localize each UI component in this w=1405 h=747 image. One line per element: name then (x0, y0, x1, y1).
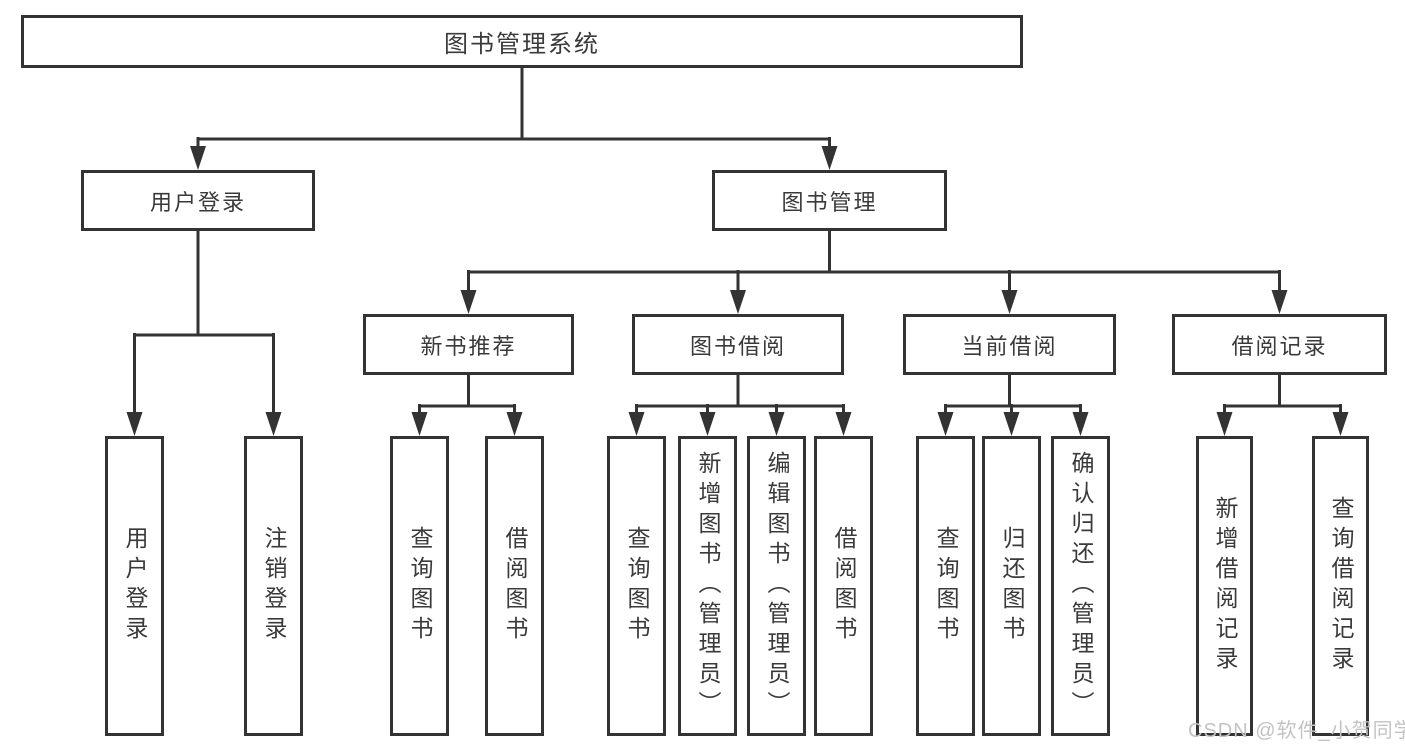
node-label: 借阅图书 (502, 526, 528, 646)
node-label: 查询图书 (933, 526, 959, 646)
leaf-borrow-edit-books-admin: 编辑图书（管理员） (747, 436, 806, 736)
leaf-records-query-borrow-record: 查询借阅记录 (1312, 436, 1369, 736)
node-label: 图书管理系统 (444, 31, 600, 58)
node-borrowing-records: 借阅记录 (1172, 314, 1387, 375)
leaf-newbook-query-books: 查询图书 (390, 436, 449, 736)
node-label: 查询借阅记录 (1328, 496, 1354, 676)
node-book-management-system: 图书管理系统 (21, 15, 1023, 68)
node-label: 归还图书 (999, 526, 1025, 646)
node-label: 新增图书（管理员） (695, 451, 721, 721)
node-label: 注销登录 (261, 526, 287, 646)
node-label: 图书借阅 (689, 333, 786, 359)
node-label: 图书管理 (781, 189, 878, 215)
leaf-logout: 注销登录 (244, 436, 303, 736)
node-label: 确认归还（管理员） (1068, 451, 1094, 721)
node-label: 新增借阅记录 (1212, 496, 1238, 676)
leaf-current-confirm-return-admin: 确认归还（管理员） (1051, 436, 1110, 736)
node-user-login: 用户登录 (81, 170, 315, 231)
node-book-management: 图书管理 (712, 170, 947, 231)
watermark: CSDN @软件_小贺同学 (1188, 720, 1405, 742)
node-label: 新书推荐 (420, 333, 517, 359)
node-label: 借阅图书 (831, 526, 857, 646)
leaf-current-query-books: 查询图书 (916, 436, 975, 736)
node-label: 编辑图书（管理员） (764, 451, 790, 721)
node-label: 借阅记录 (1231, 333, 1328, 359)
node-label: 用户登录 (149, 189, 246, 215)
leaf-borrow-borrow-books: 借阅图书 (814, 436, 873, 736)
leaf-borrow-query-books: 查询图书 (607, 436, 666, 736)
node-current-borrowing: 当前借阅 (903, 314, 1116, 375)
node-label: 查询图书 (407, 526, 433, 646)
node-label: 当前借阅 (961, 333, 1058, 359)
leaf-records-add-borrow-record: 新增借阅记录 (1196, 436, 1253, 736)
leaf-user-login: 用户登录 (105, 436, 164, 736)
leaf-newbook-borrow-books: 借阅图书 (485, 436, 544, 736)
leaf-borrow-add-books-admin: 新增图书（管理员） (678, 436, 737, 736)
leaf-current-return-books: 归还图书 (982, 436, 1041, 736)
node-label: 用户登录 (122, 526, 148, 646)
node-book-borrowing: 图书借阅 (632, 314, 844, 375)
node-new-book-recommendation: 新书推荐 (363, 314, 574, 375)
node-label: 查询图书 (624, 526, 650, 646)
